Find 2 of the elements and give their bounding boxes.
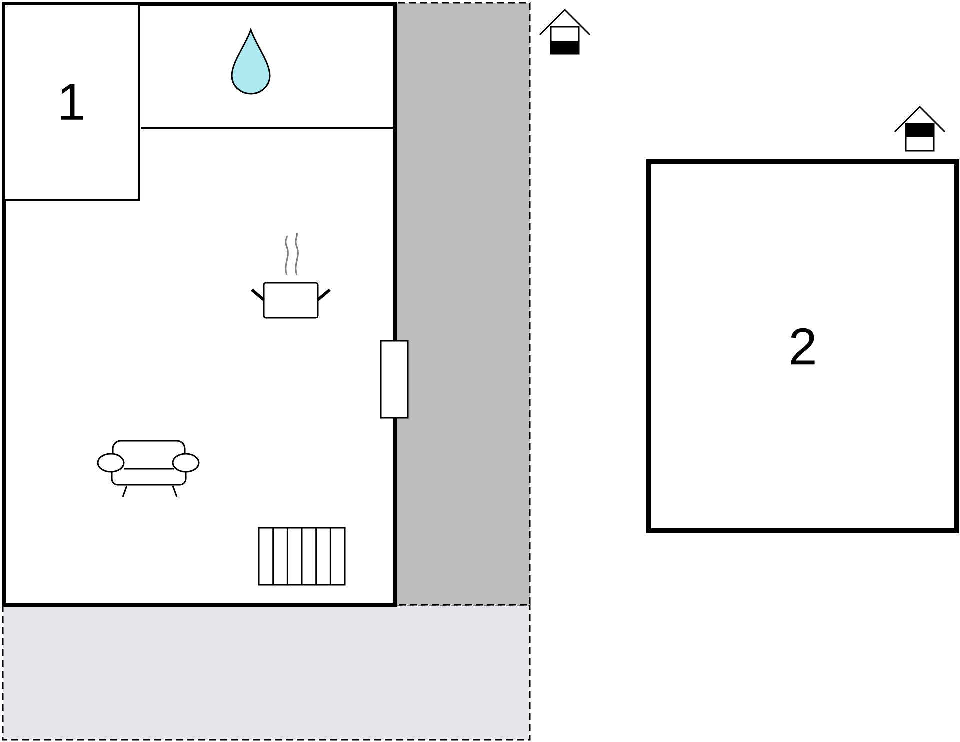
room: 2 xyxy=(646,160,960,534)
room: 1 xyxy=(3,3,140,201)
